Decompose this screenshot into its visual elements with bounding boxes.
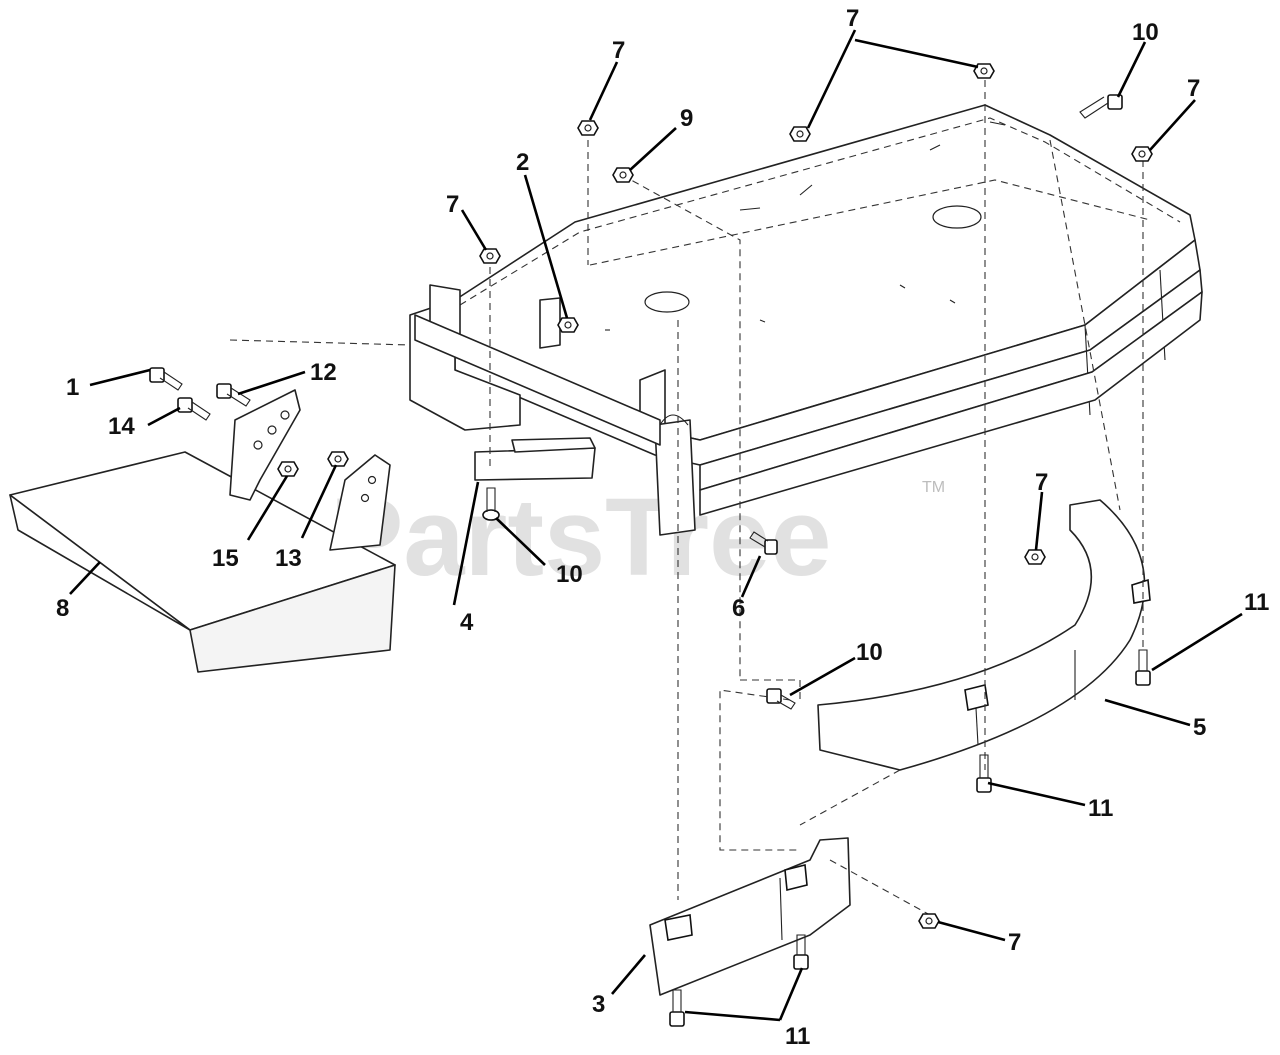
callout-7: 7 [846, 5, 859, 32]
callout-3: 3 [592, 991, 605, 1018]
callout-7: 7 [1035, 469, 1048, 496]
callout-7: 7 [1008, 929, 1021, 956]
bolt-icon [216, 383, 251, 407]
mount-bracket[interactable] [329, 454, 391, 551]
bolt-icon [766, 688, 796, 710]
assembly-lines [229, 80, 1144, 916]
hex-nut-icon [789, 126, 811, 142]
bolt-icon [1135, 649, 1151, 686]
callout-5: 5 [1193, 714, 1206, 741]
watermark-trademark: TM [922, 479, 945, 496]
callout-10: 10 [1132, 19, 1159, 46]
callout-1: 1 [66, 374, 79, 401]
hex-nut-icon [577, 120, 599, 136]
callout-12: 12 [310, 359, 337, 386]
bolt-icon [749, 531, 778, 555]
hex-nut-icon [479, 248, 501, 264]
callout-13: 13 [275, 545, 302, 572]
curved-baffle[interactable] [817, 499, 1151, 771]
callout-labels: 7 7 7 7 7 7 10 10 10 9 2 1 12 14 15 13 8… [56, 5, 1269, 1050]
bolt-icon [177, 397, 211, 421]
hinge-bracket[interactable] [229, 389, 301, 501]
discharge-chute-cover[interactable] [9, 451, 396, 673]
callout-11: 11 [785, 1023, 810, 1050]
hex-nut-icon [612, 167, 634, 183]
bolt-icon [793, 934, 809, 970]
lower-baffle[interactable] [649, 837, 851, 996]
callout-9: 9 [680, 105, 693, 132]
callout-14: 14 [108, 413, 135, 440]
bolt-icon [669, 989, 685, 1027]
hex-nut-icon [918, 913, 940, 929]
callout-10: 10 [556, 561, 583, 588]
callout-11: 11 [1088, 795, 1113, 822]
callout-2: 2 [516, 149, 529, 176]
callout-7: 7 [446, 191, 459, 218]
callout-15: 15 [212, 545, 239, 572]
hex-nut-icon [1024, 549, 1046, 565]
callout-6: 6 [732, 595, 745, 622]
callout-7: 7 [612, 37, 625, 64]
hex-nut-icon [277, 461, 299, 477]
leader-lines [69, 29, 1243, 1022]
mower-deck [409, 104, 1203, 536]
callout-8: 8 [56, 595, 69, 622]
callout-7: 7 [1187, 75, 1200, 102]
support-plate[interactable] [474, 437, 596, 481]
hex-nut-icon [327, 451, 349, 467]
bolt-icon [976, 754, 992, 793]
hex-nut-icon [1131, 146, 1153, 162]
hex-nut-icon [557, 317, 579, 333]
callout-10: 10 [856, 639, 883, 666]
bolt-icon [482, 487, 500, 521]
bolt-icon [149, 367, 183, 391]
hardware [149, 63, 1153, 1027]
bolt-icon [1079, 94, 1123, 119]
callout-11: 11 [1244, 589, 1269, 616]
hex-nut-icon [973, 63, 995, 79]
callout-4: 4 [460, 609, 474, 636]
